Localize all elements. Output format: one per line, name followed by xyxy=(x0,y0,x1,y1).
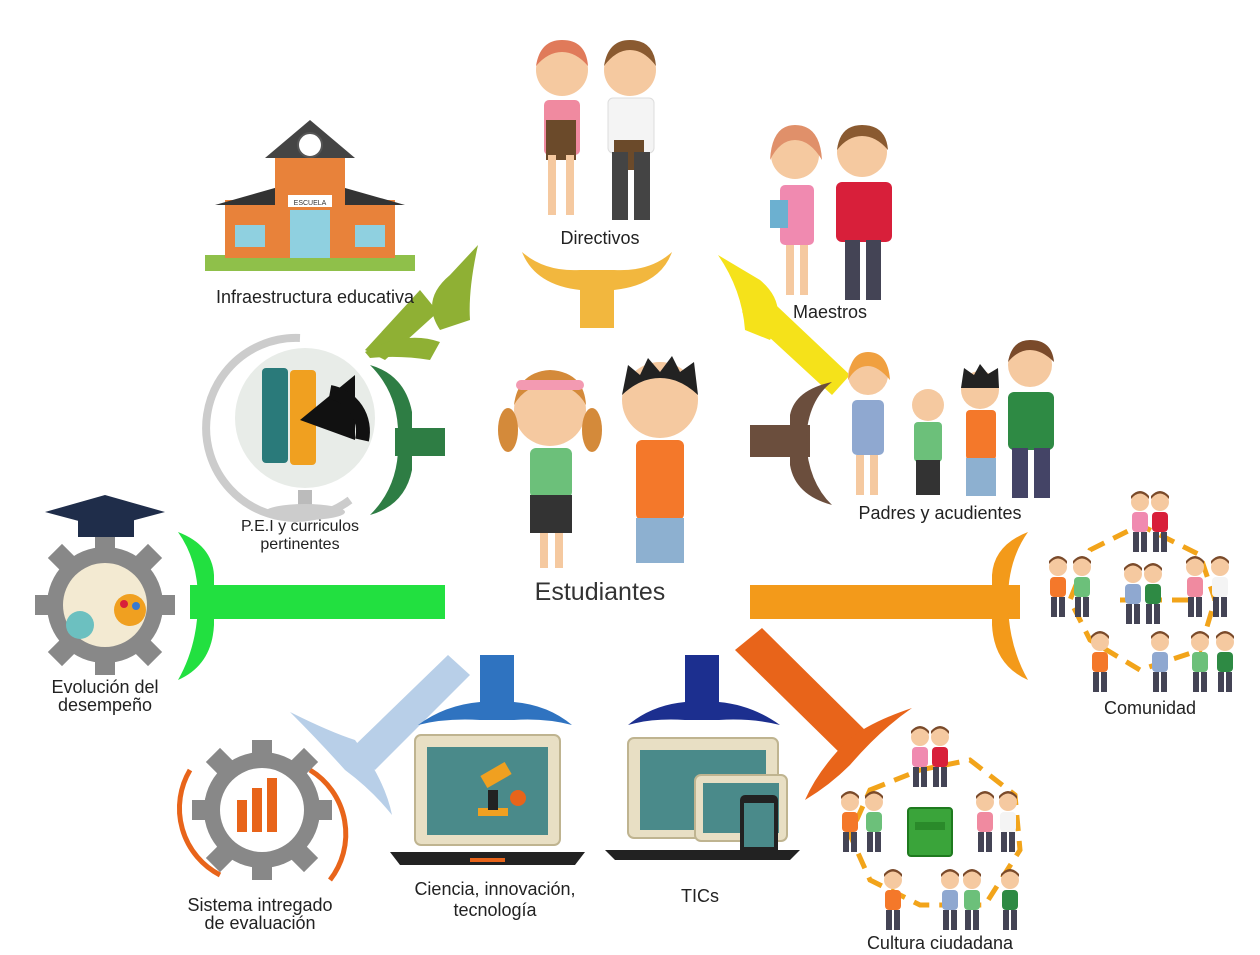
principal-and-staff-icon xyxy=(536,40,656,220)
connector-infraestructura xyxy=(365,245,478,360)
connector-ciencia xyxy=(418,655,572,725)
infraestructura-label: Infraestructura educativa xyxy=(215,287,415,307)
teachers-icon xyxy=(770,125,892,300)
connector-pei xyxy=(370,365,445,515)
evolucion-label-line2: desempeño xyxy=(57,695,153,715)
globe-books-icon xyxy=(202,333,375,522)
cultura-label: Cultura ciudadana xyxy=(866,933,1014,953)
connector-comunidad xyxy=(750,532,1028,680)
directivos-label: Directivos xyxy=(560,228,640,248)
sistema-label-line2: de evaluación xyxy=(204,913,316,933)
connector-padres xyxy=(750,382,832,505)
connector-cultura xyxy=(735,628,912,800)
connector-directivos xyxy=(522,252,672,328)
pei-label-line2: pertinentes xyxy=(260,536,340,554)
pei-label-line1: P.E.I y curriculos xyxy=(241,518,359,535)
family-icon xyxy=(848,340,1054,498)
connector-maestros xyxy=(718,255,850,395)
connector-tics xyxy=(628,655,780,725)
evolucion-label-line1: Evolución del xyxy=(51,678,159,697)
tics-label: TICs xyxy=(681,886,719,906)
ciencia-label-line2: tecnología xyxy=(453,899,537,920)
connector-sistema xyxy=(290,655,470,815)
center-label: Estudiantes xyxy=(534,578,666,606)
ciencia-label-line1: Ciencia, innovación, xyxy=(414,879,576,899)
gear-chart-icon xyxy=(176,740,349,882)
devices-icon xyxy=(605,737,800,860)
school-building-icon xyxy=(205,120,415,271)
citizen-culture-icon xyxy=(841,726,1023,930)
comunidad-label: Comunidad xyxy=(1103,698,1197,718)
community-people xyxy=(1049,491,1234,692)
students-illustration xyxy=(498,356,698,568)
school-sign: ESCUELA xyxy=(294,200,327,207)
sistema-label-line1: Sistema intregado xyxy=(187,896,333,915)
maestros-label: Maestros xyxy=(792,302,868,322)
laptop-microscope-icon xyxy=(390,734,585,865)
connector-evolucion xyxy=(178,532,445,680)
graduation-gear-icon xyxy=(35,495,175,675)
padres-label: Padres y acudientes xyxy=(858,503,1022,523)
